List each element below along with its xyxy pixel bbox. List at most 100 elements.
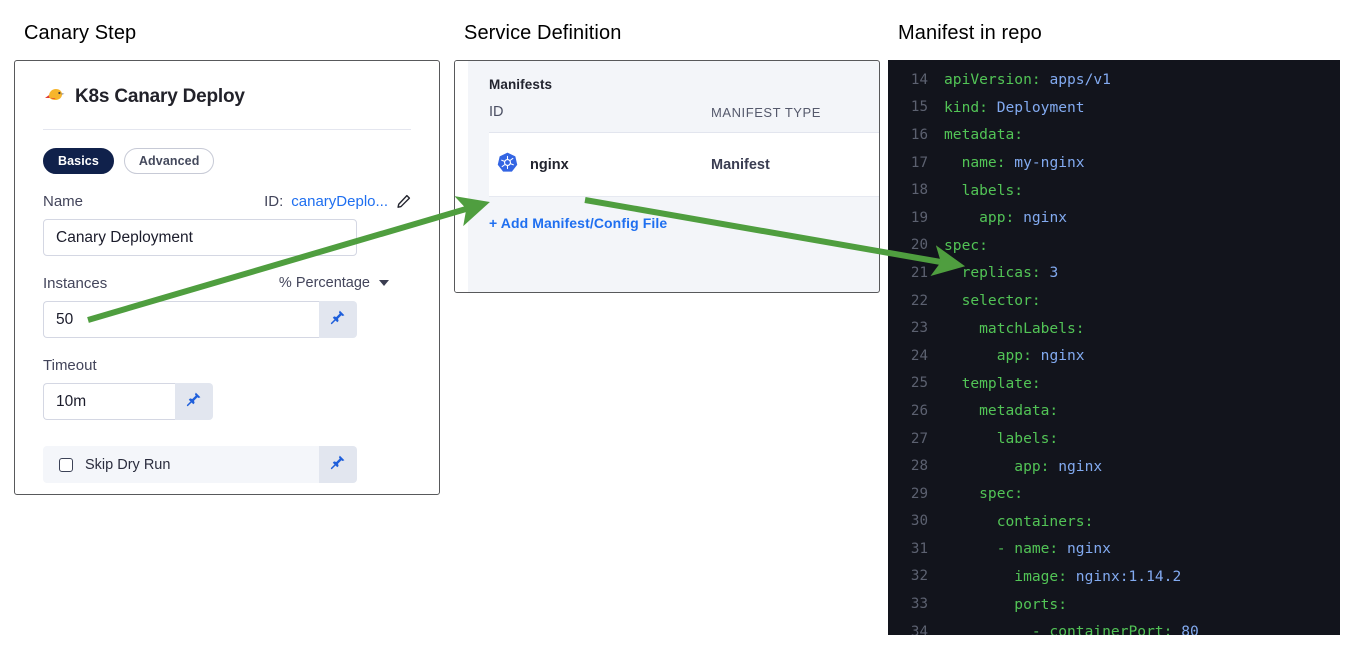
code-token-value: Deployment: [987, 98, 1085, 116]
pencil-icon[interactable]: [396, 194, 411, 209]
code-line[interactable]: 34 - containerPort: 80: [888, 618, 1340, 635]
code-token-key: spec:: [944, 485, 1024, 503]
code-line[interactable]: 27 labels:: [888, 425, 1340, 453]
code-token-key: matchLabels:: [944, 319, 1085, 337]
code-line[interactable]: 29 spec:: [888, 480, 1340, 508]
tab-basics[interactable]: Basics: [43, 148, 114, 174]
canary-step-panel: K8s Canary Deploy Basics Advanced Name I…: [14, 60, 440, 495]
code-line[interactable]: 24 app: nginx: [888, 342, 1340, 370]
code-token-value: my-nginx: [1005, 154, 1085, 172]
code-line[interactable]: 16 metadata:: [888, 121, 1340, 149]
code-line[interactable]: 26 metadata:: [888, 397, 1340, 425]
column-header-id: ID: [489, 104, 504, 120]
instances-unit-value: % Percentage: [278, 275, 370, 291]
canary-step-title: K8s Canary Deploy: [75, 86, 245, 107]
chevron-down-icon: [379, 280, 389, 286]
code-token-key: metadata:: [944, 126, 1024, 144]
skip-dry-run-checkbox[interactable]: [59, 457, 73, 472]
skip-dry-run-row: Skip Dry Run: [43, 446, 357, 483]
manifests-table: ID MANIFEST TYPE: [489, 104, 879, 197]
code-line[interactable]: 20 spec:: [888, 232, 1340, 260]
name-input[interactable]: Canary Deployment: [43, 219, 357, 256]
timeout-input-group: 10m: [43, 383, 411, 420]
id-prefix-label: ID:: [264, 192, 284, 210]
code-line[interactable]: 33 ports:: [888, 590, 1340, 618]
code-line[interactable]: 18 labels:: [888, 176, 1340, 204]
code-line[interactable]: 30 containers:: [888, 508, 1340, 536]
manifest-id-value: nginx: [530, 156, 569, 173]
code-line[interactable]: 23 matchLabels:: [888, 314, 1340, 342]
code-token-key: name:: [944, 154, 1006, 172]
code-token-key: apiVersion:: [944, 71, 1041, 89]
code-token-key: labels:: [944, 430, 1059, 448]
code-line[interactable]: 32 image: nginx:1.14.2: [888, 563, 1340, 591]
code-line-number: 29: [910, 485, 928, 502]
skip-dry-run-pin-button[interactable]: [319, 446, 357, 483]
code-token-value: nginx: [1049, 457, 1103, 475]
code-line-number: 32: [910, 568, 928, 585]
code-line[interactable]: 31 - name: nginx: [888, 535, 1340, 563]
code-token-value: 80: [1172, 623, 1199, 635]
table-row[interactable]: nginx Manifest: [489, 133, 879, 197]
code-line-number: 26: [910, 402, 928, 419]
code-line-number: 18: [910, 182, 928, 199]
code-line[interactable]: 17 name: my-nginx: [888, 149, 1340, 177]
panel-left-strip: [455, 61, 468, 292]
code-line-number: 27: [910, 430, 928, 447]
code-token-value: nginx: [1031, 347, 1085, 365]
code-line-number: 24: [910, 347, 928, 364]
code-line-number: 22: [910, 292, 928, 309]
title-divider: [43, 129, 411, 130]
service-definition-panel: Manifests ID MANIFEST TYPE: [454, 60, 880, 293]
caption-canary-step: Canary Step: [24, 22, 137, 44]
code-token-key: - name:: [944, 540, 1059, 558]
instances-unit-dropdown[interactable]: % Percentage: [279, 275, 411, 291]
name-label: Name: [43, 192, 84, 210]
pushpin-icon: [330, 309, 346, 330]
skip-dry-run-label: Skip Dry Run: [85, 456, 171, 473]
instances-field-labels: Instances % Percentage: [43, 273, 411, 293]
code-line-number: 23: [910, 320, 928, 337]
code-token-value: apps/v1: [1040, 71, 1111, 89]
instances-input-value: 50: [56, 310, 74, 328]
code-line[interactable]: 25 template:: [888, 370, 1340, 398]
timeout-label: Timeout: [43, 356, 97, 374]
timeout-input-value: 10m: [56, 392, 87, 410]
tab-advanced[interactable]: Advanced: [123, 148, 215, 174]
code-line-number: 16: [910, 126, 928, 143]
manifest-type-value: Manifest: [711, 156, 770, 173]
step-id-value[interactable]: canaryDeplo...: [291, 192, 388, 210]
timeout-input[interactable]: 10m: [43, 383, 175, 420]
code-line-number: 31: [910, 540, 928, 557]
caption-service-definition: Service Definition: [464, 22, 622, 44]
instances-pin-button[interactable]: [319, 301, 357, 338]
code-line-number: 25: [910, 375, 928, 392]
code-line-number: 15: [910, 99, 928, 116]
timeout-field-labels: Timeout: [43, 355, 411, 375]
instances-input[interactable]: 50: [43, 301, 319, 338]
pushpin-icon: [186, 391, 202, 412]
code-line[interactable]: 22 selector:: [888, 287, 1340, 315]
code-line-number: 19: [910, 209, 928, 226]
code-line-number: 34: [910, 623, 928, 635]
skip-dry-run-checkbox-area[interactable]: Skip Dry Run: [43, 446, 319, 483]
code-line[interactable]: 28 app: nginx: [888, 452, 1340, 480]
timeout-pin-button[interactable]: [175, 383, 213, 420]
code-token-key: app:: [944, 457, 1050, 475]
manifests-heading: Manifests: [489, 77, 553, 92]
add-manifest-link[interactable]: + Add Manifest/Config File: [489, 215, 668, 231]
code-line[interactable]: 21 replicas: 3: [888, 259, 1340, 287]
code-line-number: 33: [910, 596, 928, 613]
instances-label: Instances: [43, 274, 108, 292]
code-line[interactable]: 19 app: nginx: [888, 204, 1340, 232]
code-token-key: spec:: [944, 236, 988, 254]
code-token-key: labels:: [944, 181, 1024, 199]
caption-manifest-in-repo: Manifest in repo: [898, 22, 1042, 44]
code-token-value: 3: [1040, 264, 1059, 282]
code-line-number: 20: [910, 237, 928, 254]
code-line-number: 28: [910, 458, 928, 475]
